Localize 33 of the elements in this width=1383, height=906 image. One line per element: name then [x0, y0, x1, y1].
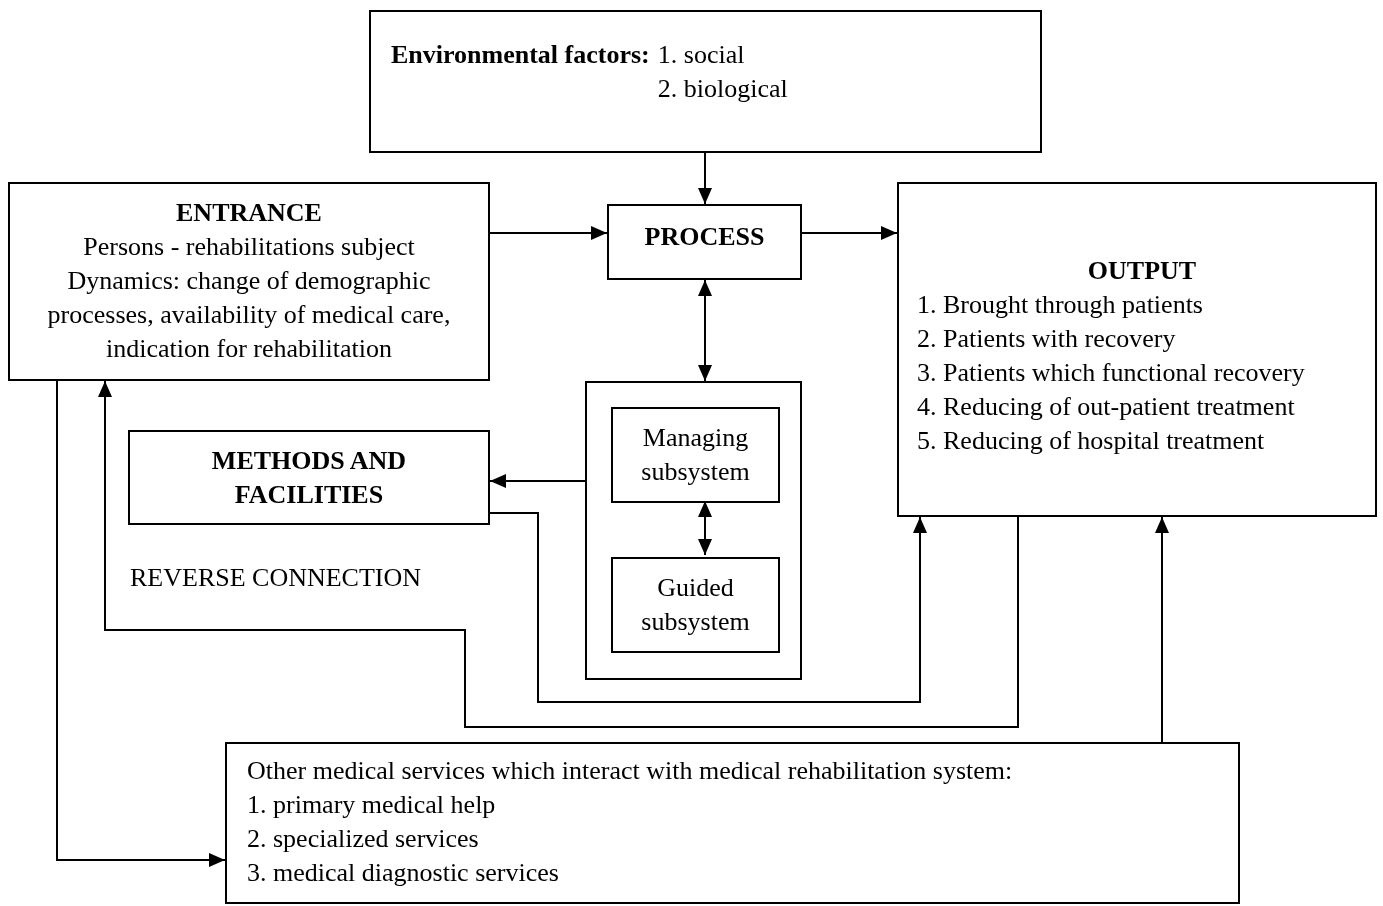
box-text: 1. social 2. biological	[657, 39, 788, 105]
subsystem-box	[611, 407, 780, 503]
methods-box	[128, 430, 490, 525]
services-box	[225, 742, 1240, 904]
entrance-box	[8, 182, 490, 381]
box-text: Managing subsystem	[640, 422, 751, 488]
box-heading: OUTPUT	[1086, 255, 1198, 287]
subsystem-frame	[585, 381, 802, 680]
box-text: Other medical services which interact with medical rehabilitation system:	[247, 755, 1014, 787]
arrow	[489, 226, 608, 240]
arrow	[698, 152, 712, 205]
arrow	[489, 512, 927, 703]
subsystem-box	[611, 557, 780, 653]
process-box	[607, 204, 802, 280]
arrow	[698, 279, 712, 382]
box-heading: ENTRANCE	[175, 197, 323, 229]
arrow	[56, 380, 226, 867]
arrow	[698, 500, 712, 556]
note-text: REVERSE CONNECTION	[130, 563, 422, 593]
factors-box	[369, 10, 1042, 153]
box-text: Dynamics: change of demographic processes, availability of medical care, indication for rehabilitation	[46, 265, 452, 365]
box-text: Guided subsystem	[640, 572, 751, 638]
box-heading: METHODS AND FACILITIES	[210, 445, 408, 511]
box-heading: PROCESS	[643, 221, 766, 253]
box-text: 1. primary medical help 2. specialized services 3. medical diagnostic services	[247, 789, 560, 889]
box-heading: Environmental factors:	[391, 39, 650, 71]
arrow	[98, 380, 1019, 728]
box-text: Persons - rehabilitations subject	[82, 231, 416, 263]
output-box	[897, 182, 1377, 517]
arrow	[1155, 516, 1169, 743]
box-text: 1. Brought through patients 2. Patients with recovery 3. Patients which functional recovery 4. Reducing of out-patient treatment 5. Reducing of hospital treatment	[917, 289, 1306, 457]
arrow	[489, 474, 586, 488]
arrow	[801, 226, 898, 240]
